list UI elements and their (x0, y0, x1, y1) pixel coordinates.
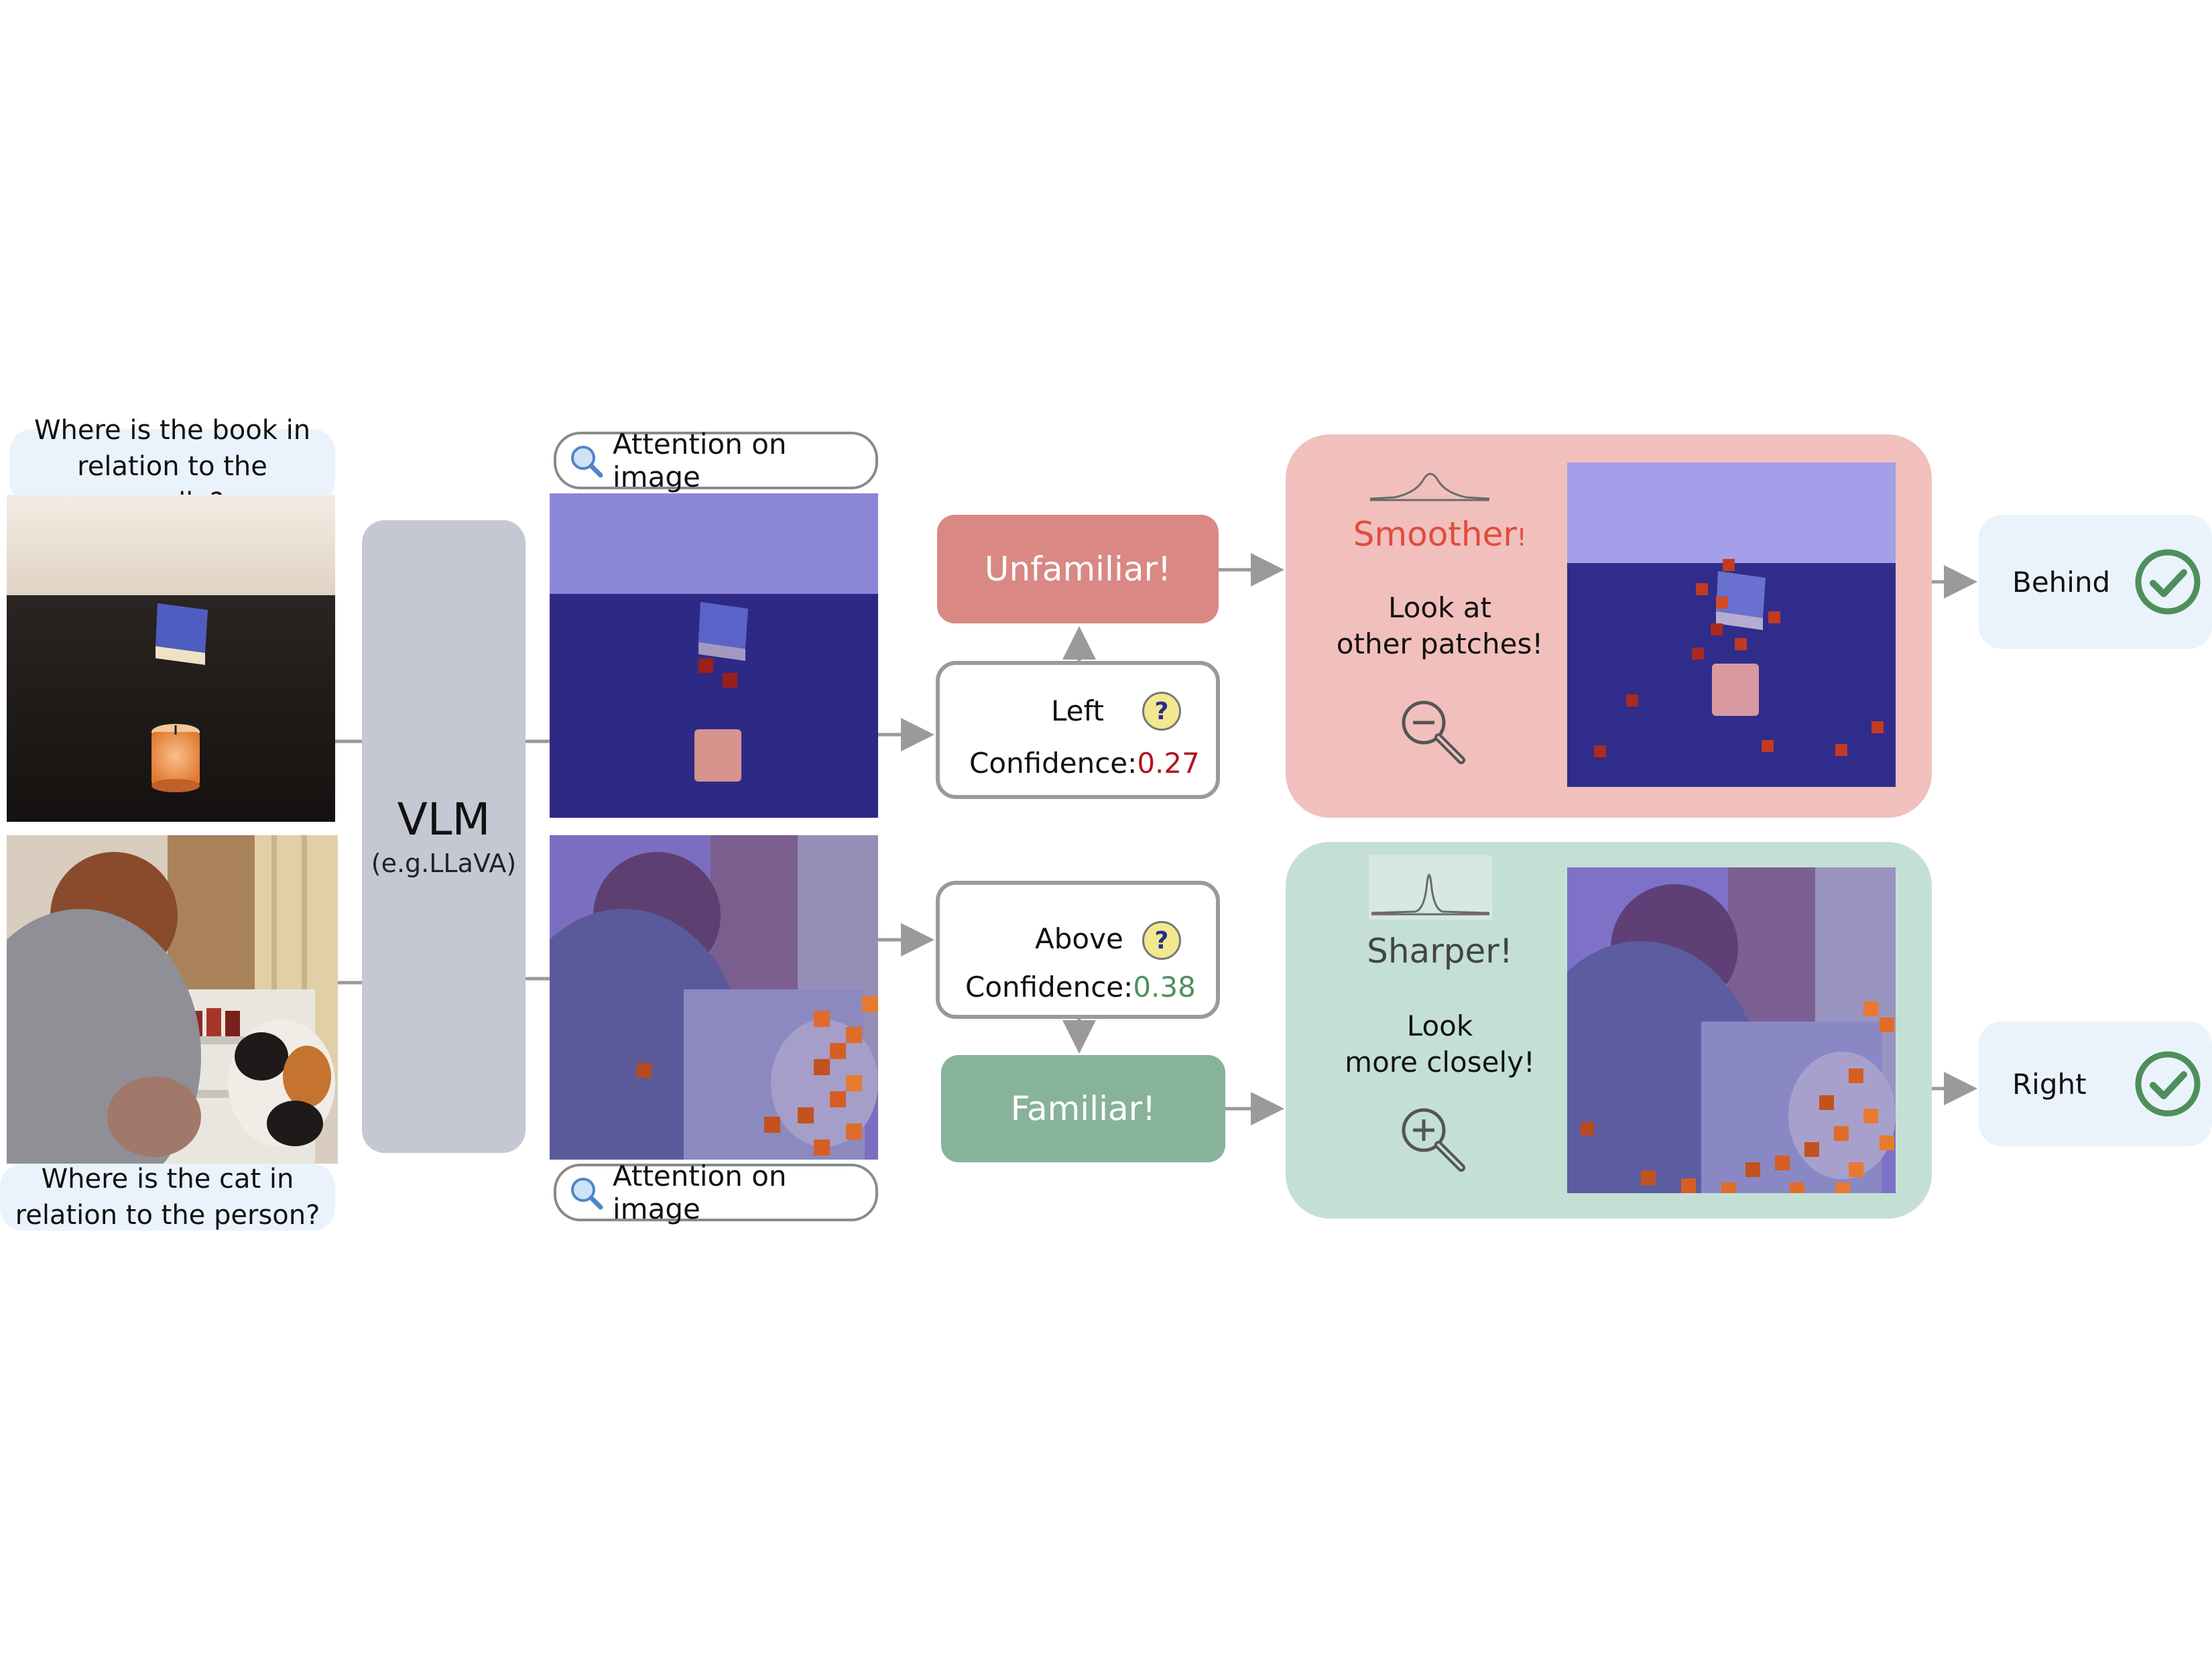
prediction-bottom-answer: Above (1035, 922, 1123, 955)
input-image-cat-person (7, 835, 338, 1164)
question-bottom-text: Where is the cat in relation to the pers… (15, 1164, 320, 1231)
status-unfamiliar: Unfamiliar! (937, 515, 1219, 623)
result-bottom-answer: Right (2012, 1067, 2087, 1101)
result-top-answer: Behind (2012, 565, 2111, 599)
prediction-bottom-confidence: Confidence:0.38 (965, 971, 1196, 1003)
result-bottom: Right (1979, 1022, 2212, 1146)
prediction-top-confidence: Confidence:0.27 (969, 747, 1200, 780)
input-image-book-candle (7, 495, 335, 822)
smoother-title-bang: ! (1516, 524, 1527, 552)
confidence-value-bottom: 0.38 (1133, 971, 1196, 1003)
smoother-text-line-1: Look at (1388, 591, 1491, 624)
confidence-label: Confidence: (969, 747, 1138, 780)
smoother-title-text: Smoother (1353, 515, 1517, 554)
attention-tag-top: Attention on image (554, 428, 878, 493)
vlm-title: VLM (397, 794, 491, 845)
status-unfamiliar-label: Unfamiliar! (984, 550, 1172, 589)
sharper-panel: Sharper! Look more closely! (1286, 842, 1932, 1219)
smoother-text: Look at other patches! (1286, 590, 1594, 662)
sharper-text: Look more closely! (1286, 1008, 1594, 1081)
smoother-panel: Smoother! Look at other patches! (1286, 434, 1932, 818)
status-familiar-label: Familiar! (1010, 1089, 1156, 1128)
prediction-box-top: Left ? Confidence:0.27 (936, 661, 1220, 799)
magnifier-icon (568, 443, 603, 478)
sharper-text-line-1: Look (1406, 1009, 1473, 1042)
refined-attention-top (1567, 463, 1896, 787)
status-familiar: Familiar! (941, 1055, 1225, 1162)
checkmark-icon (2135, 549, 2201, 615)
question-top-text: Where is the book in relation to the can… (34, 415, 311, 518)
sharp-distribution-icon (1369, 855, 1492, 920)
attention-tag-top-label: Attention on image (613, 428, 787, 493)
confidence-value-top: 0.27 (1137, 747, 1200, 780)
zoom-in-icon (1402, 1108, 1465, 1172)
zoom-out-icon (1402, 700, 1465, 764)
attention-tag-bottom: Attention on image (554, 1160, 878, 1225)
smooth-distribution-icon (1369, 473, 1490, 501)
question-mark-icon: ? (1142, 692, 1181, 731)
vlm-model-block: VLM (e.g.LLaVA) (362, 520, 526, 1153)
sharper-text-line-2: more closely! (1345, 1046, 1535, 1079)
smoother-text-line-2: other patches! (1336, 627, 1544, 660)
refined-attention-bottom (1567, 867, 1896, 1193)
question-bottom: Where is the cat in relation to the pers… (0, 1164, 335, 1231)
prediction-box-bottom: Above ? Confidence:0.38 (936, 881, 1220, 1019)
smoother-title: Smoother! (1286, 515, 1594, 554)
result-top: Behind (1979, 515, 2212, 649)
prediction-top-answer: Left (1051, 694, 1105, 727)
attention-map-bottom (550, 835, 878, 1160)
sharper-title: Sharper! (1367, 932, 1513, 971)
confidence-label: Confidence: (965, 971, 1133, 1003)
checkmark-icon (2135, 1051, 2201, 1117)
question-top: Where is the book in relation to the can… (9, 415, 335, 518)
magnifier-icon (568, 1175, 603, 1210)
vlm-subtitle: (e.g.LLaVA) (371, 849, 517, 878)
attention-map-top (550, 493, 878, 818)
question-mark-icon: ? (1142, 921, 1181, 960)
attention-tag-bottom-label: Attention on image (613, 1160, 787, 1225)
